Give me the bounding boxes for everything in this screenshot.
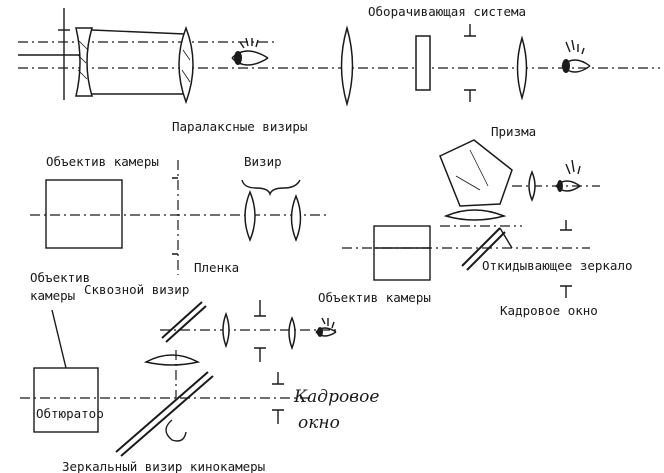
reflex-mirror xyxy=(115,371,209,453)
reflex-prism-group: Призма Откидывающее зеркало Объектив кам… xyxy=(318,124,633,318)
viewfinder-lens-3 xyxy=(222,311,230,349)
parallax-camera-group: Объектив камеры Визир Пленка xyxy=(30,154,330,275)
negative-lens xyxy=(75,27,94,97)
frame-window-hand-label: Кадровое xyxy=(293,387,379,407)
film-label: Пленка xyxy=(194,260,239,275)
camera-lens-box xyxy=(45,179,123,249)
camera-lens-label-3b: камеры xyxy=(30,288,75,303)
mirror-viewfinder-group: Объектив камеры Сквозной визир Обтюратор xyxy=(20,270,379,473)
condenser-lens xyxy=(443,209,507,221)
viewfinder-label: Визир xyxy=(244,154,282,169)
eye-icon xyxy=(555,159,581,192)
positive-lens-1 xyxy=(178,25,194,105)
viewfinder-lens-1 xyxy=(244,190,256,242)
eyepiece-lens xyxy=(528,170,536,202)
camera-lens-label-1: Объектив камеры xyxy=(46,154,159,169)
reversing-system-label: Оборачивающая система xyxy=(368,4,526,19)
camera-lens-box-2 xyxy=(373,225,431,281)
parallax-viewfinders-label: Паралаксные визиры xyxy=(172,119,307,134)
shutter-label: Обтюратор xyxy=(36,406,104,421)
prism-label: Призма xyxy=(491,124,536,139)
eye-icon xyxy=(231,37,269,66)
viewfinder-lens-2 xyxy=(290,194,302,242)
positive-lens-2 xyxy=(340,25,354,107)
frame-window-hand-label-2: окно xyxy=(298,413,340,433)
folding-mirror-label-1: Откидывающее зеркало xyxy=(482,258,633,273)
camera-lens-label-2: Объектив камеры xyxy=(318,290,431,305)
camera-lens-label-3: Объектив xyxy=(30,270,90,285)
mirror-viewfinder-caption: Зеркальный визир кинокамеры xyxy=(62,459,265,473)
viewfinder-lens-4 xyxy=(288,316,296,351)
reversing-prism xyxy=(415,35,431,91)
folding-mirror xyxy=(461,227,501,267)
prism xyxy=(439,139,513,207)
frame-window-label: Кадровое окно xyxy=(500,303,598,318)
eye-icon xyxy=(315,317,337,337)
eye-icon xyxy=(561,39,591,73)
condenser-lens-2 xyxy=(143,354,201,366)
camera-lens-box-3 xyxy=(33,367,99,433)
parallax-viewfinder-group: Оборачивающая система Паралаксные визиры xyxy=(18,4,660,134)
positive-lens-3 xyxy=(516,35,528,101)
tube-viewfinder-label: Сквозной визир xyxy=(84,282,189,297)
